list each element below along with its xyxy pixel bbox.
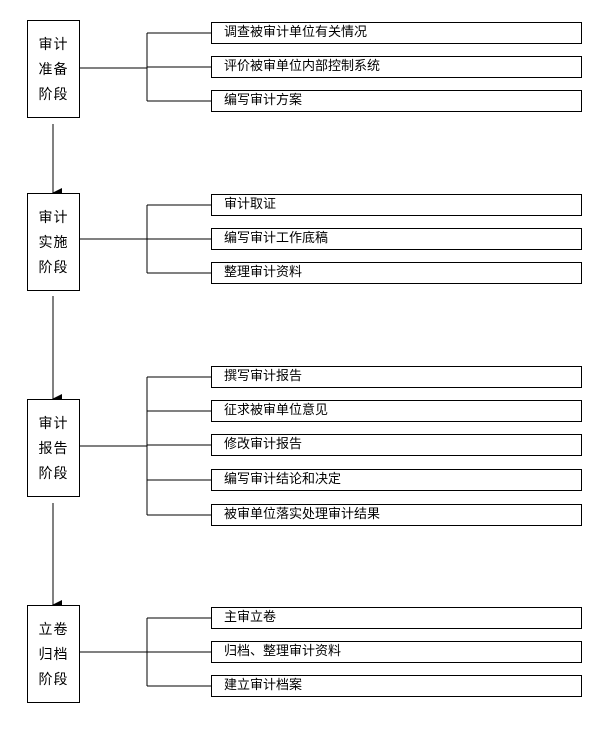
stage-label-line: 审计 (38, 415, 69, 432)
task-box: 整理审计资料 (211, 262, 582, 284)
task-box: 调查被审计单位有关情况 (211, 22, 582, 44)
stage-label-line: 实施 (38, 234, 69, 251)
task-box: 建立审计档案 (211, 675, 582, 697)
stage-label-line: 报告 (38, 440, 69, 457)
stage-label-line: 审计 (38, 36, 69, 53)
stage-label-line: 阶段 (38, 87, 69, 104)
stage-label-line: 审计 (38, 209, 69, 226)
stage-label-line: 立卷 (38, 621, 69, 638)
task-box: 归档、整理审计资料 (211, 641, 582, 663)
stage-label-line: 阶段 (38, 672, 69, 689)
task-box: 编写审计结论和决定 (211, 469, 582, 491)
stage-label-line: 准备 (38, 61, 69, 78)
stage-label-line: 归档 (38, 646, 69, 663)
task-box: 主审立卷 (211, 607, 582, 629)
task-box: 评价被审单位内部控制系统 (211, 56, 582, 78)
stage-box-implementation: 审计 实施 阶段 (27, 193, 80, 291)
stage-box-report: 审计 报告 阶段 (27, 399, 80, 497)
stage-box-archiving: 立卷 归档 阶段 (27, 605, 80, 703)
stage-box-preparation: 审计 准备 阶段 (27, 20, 80, 118)
stage-label-line: 阶段 (38, 466, 69, 483)
task-box: 撰写审计报告 (211, 366, 582, 388)
stage-label-line: 阶段 (38, 260, 69, 277)
task-box: 征求被审单位意见 (211, 400, 582, 422)
task-box: 编写审计工作底稿 (211, 228, 582, 250)
task-box: 审计取证 (211, 194, 582, 216)
task-box: 编写审计方案 (211, 90, 582, 112)
task-box: 被审单位落实处理审计结果 (211, 504, 582, 526)
task-box: 修改审计报告 (211, 434, 582, 456)
